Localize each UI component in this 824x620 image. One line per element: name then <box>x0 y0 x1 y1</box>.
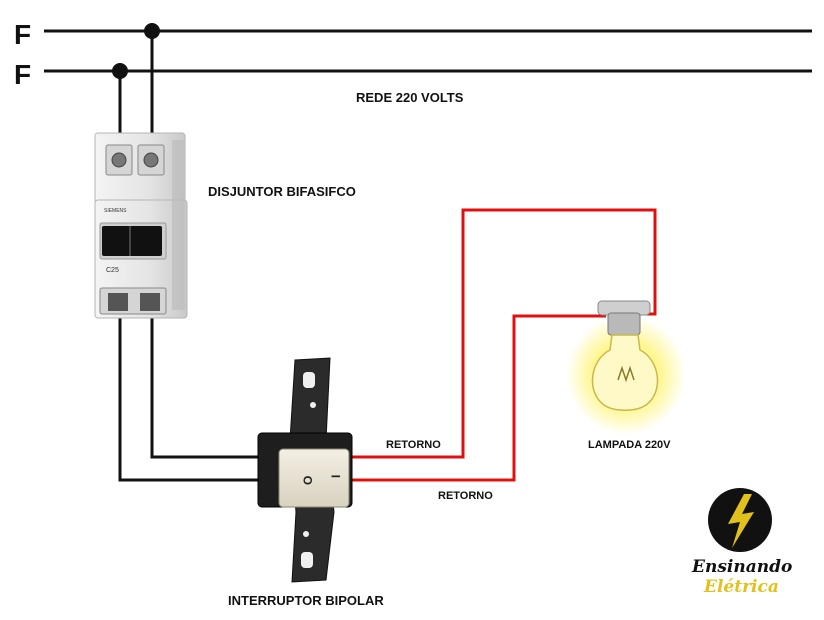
wire-breaker-to-switch-outer <box>118 308 262 482</box>
breaker-screw-top-right <box>143 152 159 168</box>
breaker-side-shadow <box>172 140 185 310</box>
lamp-label: LAMPADA 220V <box>588 439 671 451</box>
lamp <box>566 300 686 435</box>
switch-bracket-slot-bottom <box>301 552 313 568</box>
circuit-breaker: SIEMENS C25 <box>94 132 188 319</box>
breaker-to-switch-wires <box>118 308 262 482</box>
switch-key[interactable] <box>278 448 350 508</box>
phase-lines: F F <box>14 19 812 90</box>
switch-bracket-slot-top <box>303 372 315 388</box>
breaker-rating: C25 <box>106 267 119 274</box>
return-wire-bottom <box>350 314 606 482</box>
switch-off-symbol: O <box>301 476 315 485</box>
logo-line1: Ensinando <box>691 557 792 577</box>
breaker-slot-bottom-left <box>108 293 128 311</box>
phase-label-1: F <box>14 19 31 50</box>
logo-line2: Elétrica <box>703 577 779 597</box>
breaker-screw-top-left <box>111 152 127 168</box>
lamp-bulb <box>591 334 659 411</box>
feed-wires <box>118 31 154 150</box>
phase-label-2: F <box>14 59 31 90</box>
breaker-lever[interactable] <box>102 226 162 256</box>
return-label-top: RETORNO <box>386 439 441 451</box>
lightning-bolt-icon <box>728 494 754 548</box>
switch-bracket-hole-bottom <box>303 531 309 537</box>
switch-label: INTERRUPTOR BIPOLAR <box>228 593 384 608</box>
lamp-filament <box>617 365 635 383</box>
return-wire-top <box>350 208 657 459</box>
wire-breaker-to-switch-inner <box>150 308 262 459</box>
return-wires <box>350 208 657 482</box>
brand-logo: Ensinando Elétrica <box>691 488 792 597</box>
bipolar-switch: I O <box>257 357 353 583</box>
lamp-holder-base <box>607 312 641 336</box>
network-label: REDE 220 VOLTS <box>356 90 464 105</box>
switch-on-symbol: I <box>329 475 343 478</box>
breaker-slot-bottom-right <box>140 293 160 311</box>
breaker-label: DISJUNTOR BIFASIFCO <box>208 184 356 199</box>
breaker-brand: SIEMENS <box>104 208 127 214</box>
return-label-bottom: RETORNO <box>438 490 493 502</box>
switch-bracket-hole-top <box>310 402 316 408</box>
